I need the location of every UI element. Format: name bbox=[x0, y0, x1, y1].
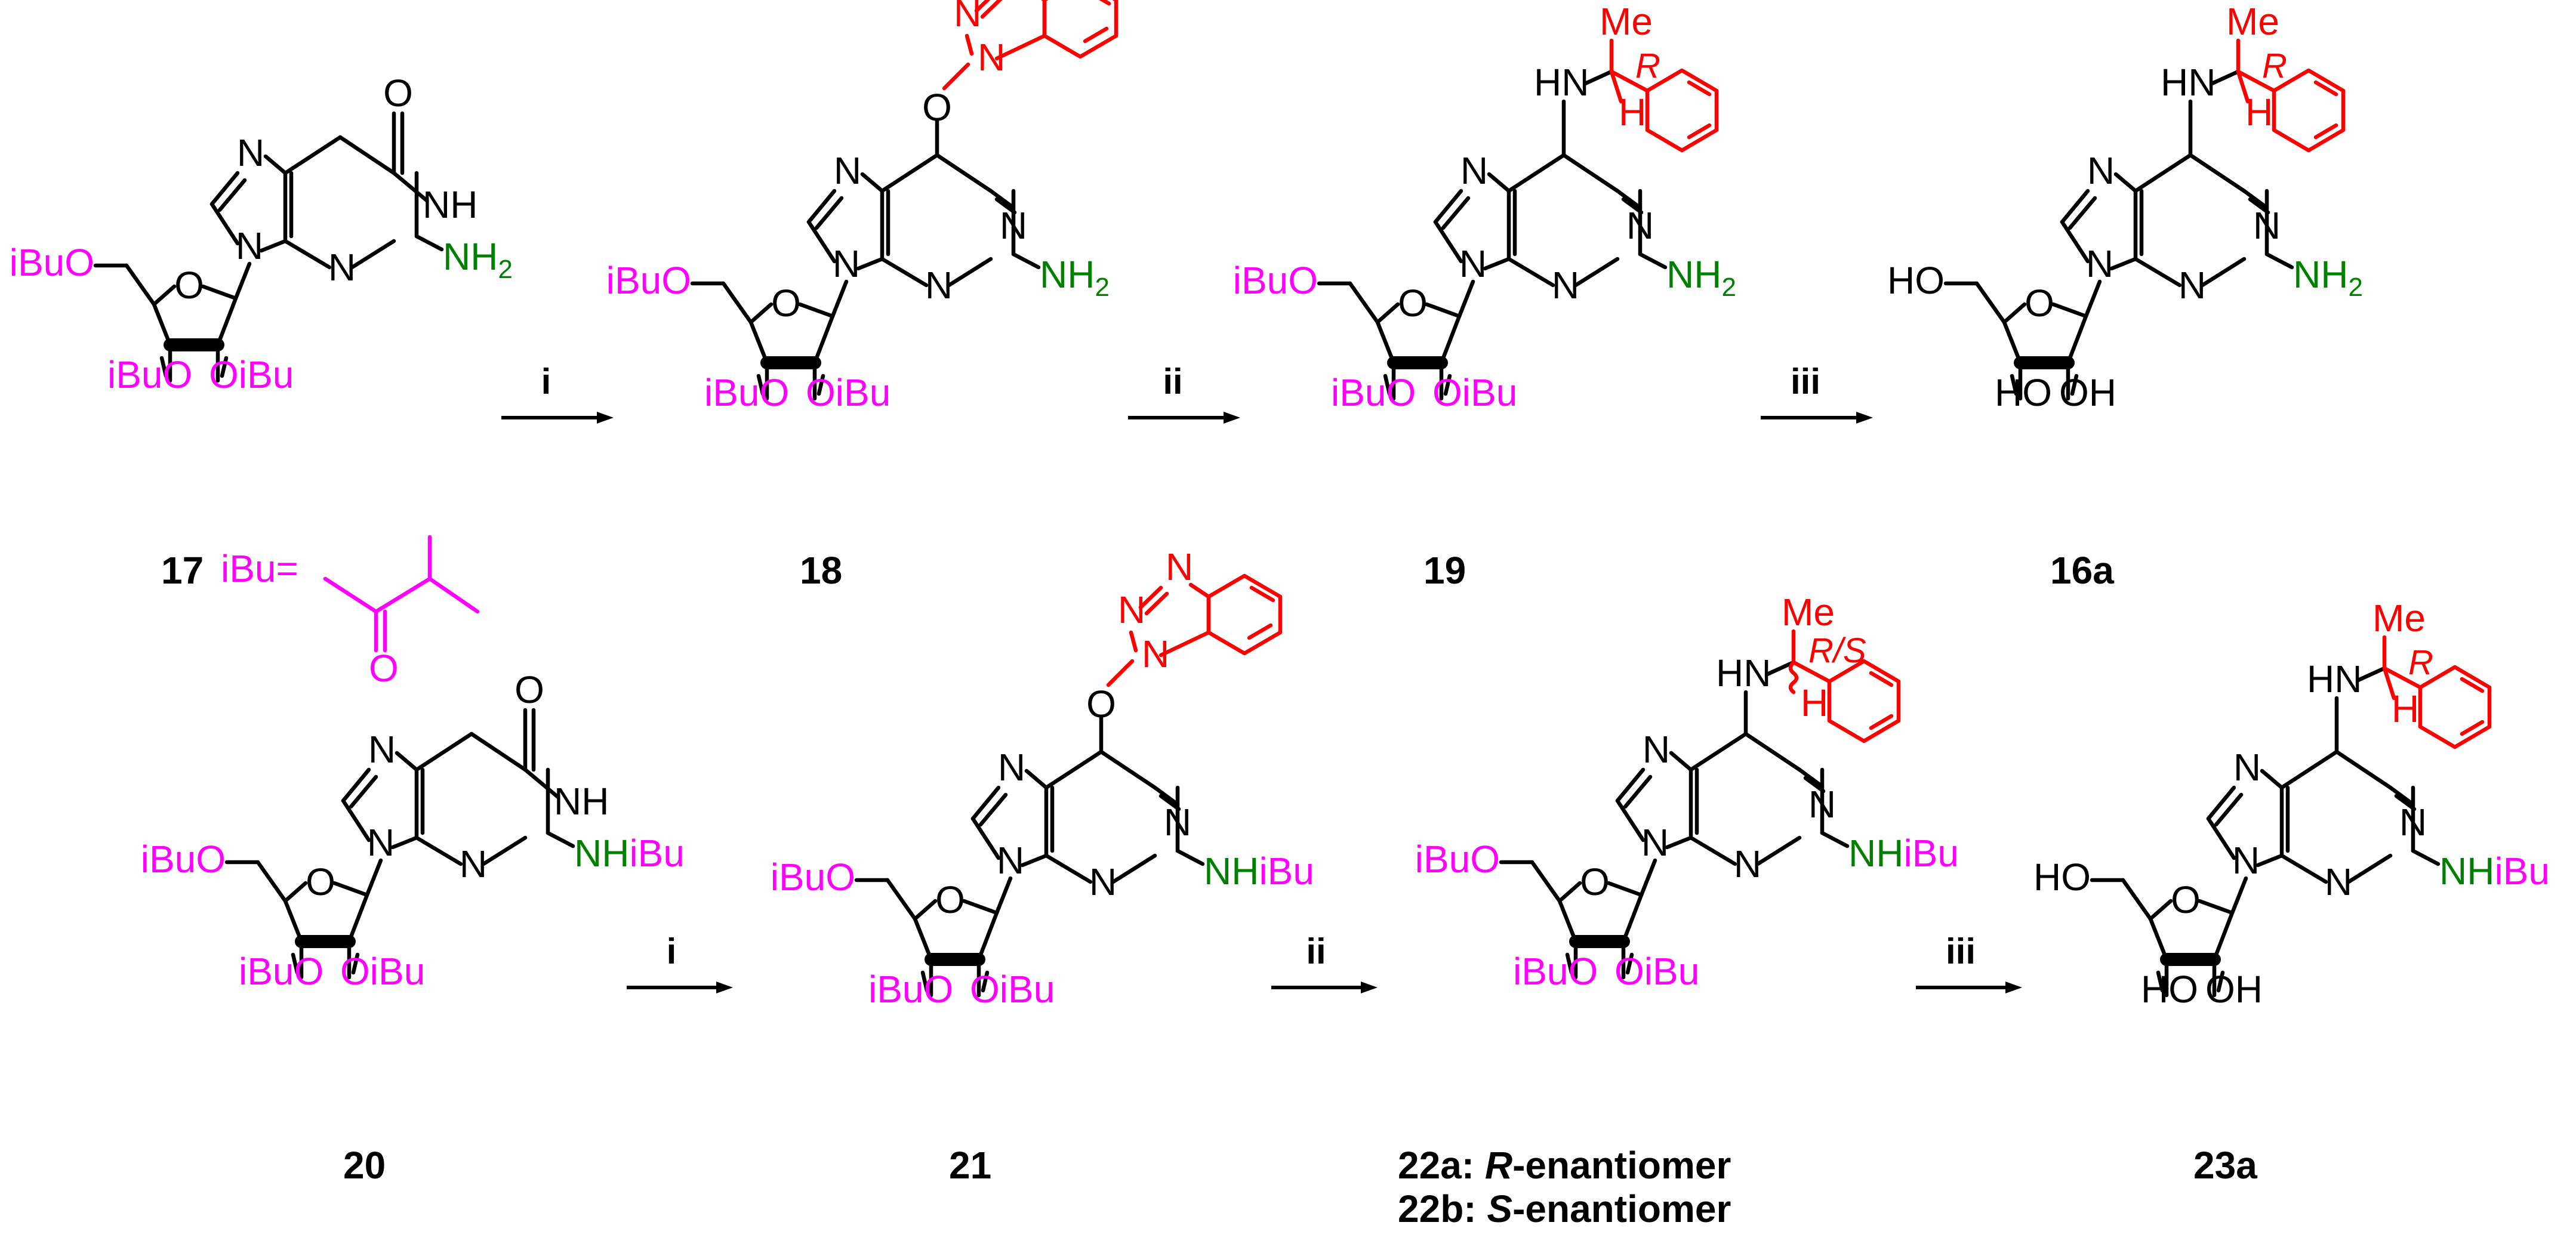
label-22b: 22b: S-enantiomer bbox=[1398, 1187, 1731, 1230]
label-21: 21 bbox=[949, 1144, 991, 1187]
svg-text:R: R bbox=[2262, 47, 2287, 85]
svg-text:OH: OH bbox=[2059, 371, 2116, 414]
label-17: 17 bbox=[161, 549, 204, 592]
svg-text:R: R bbox=[2408, 643, 2433, 682]
svg-text:iBuO: iBuO bbox=[1415, 838, 1500, 881]
svg-text:OiBu: OiBu bbox=[1614, 950, 1699, 993]
svg-text:R/S: R/S bbox=[1808, 631, 1866, 670]
svg-text:iBuO: iBuO bbox=[239, 950, 323, 993]
arrow-i-top: i bbox=[501, 362, 614, 424]
arrow-ii-top: ii bbox=[1128, 362, 1240, 424]
svg-text:OiBu: OiBu bbox=[340, 950, 425, 993]
svg-text:HO: HO bbox=[1995, 371, 2052, 414]
svg-text:iii: iii bbox=[1791, 362, 1820, 402]
svg-text:iBuO: iBuO bbox=[868, 968, 953, 1011]
svg-text:OiBu: OiBu bbox=[1432, 371, 1517, 414]
label-19: 19 bbox=[1423, 549, 1466, 592]
arrow-i-bottom: i bbox=[627, 931, 733, 993]
svg-text:ii: ii bbox=[1306, 931, 1326, 971]
svg-text:HO: HO bbox=[2141, 968, 2198, 1011]
compound-22: HN Me H R/S iBuO iBuO OiBu bbox=[1415, 591, 1959, 993]
svg-text:HO: HO bbox=[1887, 259, 1945, 302]
svg-text:R: R bbox=[1635, 47, 1660, 85]
svg-text:iBuO: iBuO bbox=[606, 259, 691, 302]
label-23a: 23a bbox=[2193, 1144, 2257, 1187]
compound-20: iBuO iBuO OiBu bbox=[141, 668, 685, 993]
label-22a: 22a: R-enantiomer bbox=[1398, 1144, 1731, 1187]
svg-text:OiBu: OiBu bbox=[806, 371, 890, 414]
svg-text:iBuO: iBuO bbox=[107, 353, 192, 396]
compound-19: R iBuO iBuO OiBu bbox=[1233, 0, 1736, 414]
svg-text:iBuO: iBuO bbox=[1513, 950, 1598, 993]
compound-23a: R HO HO OH bbox=[2033, 597, 2550, 1011]
label-16a: 16a bbox=[2050, 549, 2114, 592]
svg-text:ii: ii bbox=[1163, 362, 1182, 402]
svg-text:iBuO: iBuO bbox=[10, 241, 94, 284]
compound-18: iBuO iBuO OiBu bbox=[606, 0, 1116, 414]
svg-text:iBuO: iBuO bbox=[771, 856, 855, 899]
svg-text:i: i bbox=[667, 931, 677, 971]
svg-text:iii: iii bbox=[1946, 931, 1976, 971]
compound-16a: R HO HO OH bbox=[1887, 0, 2363, 414]
svg-text:iBu=: iBu= bbox=[221, 547, 298, 590]
svg-text:iBuO: iBuO bbox=[1331, 371, 1416, 414]
svg-text:HN: HN bbox=[1716, 652, 1771, 695]
svg-text:OH: OH bbox=[2205, 968, 2263, 1011]
svg-text:iBuO: iBuO bbox=[704, 371, 789, 414]
compound-17: iBuO iBuO OiBu bbox=[10, 72, 513, 396]
svg-text:OiBu: OiBu bbox=[970, 968, 1055, 1011]
label-20: 20 bbox=[343, 1144, 386, 1187]
label-18: 18 bbox=[800, 549, 842, 592]
svg-text:i: i bbox=[541, 362, 551, 402]
svg-text:HO: HO bbox=[2033, 856, 2091, 899]
svg-text:OiBu: OiBu bbox=[209, 353, 294, 396]
arrow-iii-bottom: iii bbox=[1916, 931, 2022, 993]
arrow-ii-bottom: ii bbox=[1271, 931, 1378, 993]
svg-text:O: O bbox=[369, 647, 399, 690]
compound-21: iBuO iBuO OiBu bbox=[771, 545, 1314, 1011]
svg-text:iBuO: iBuO bbox=[141, 838, 226, 881]
svg-text:H: H bbox=[1801, 681, 1828, 724]
ibu-legend: iBu= O bbox=[221, 535, 480, 690]
svg-text:Me: Me bbox=[1782, 591, 1835, 634]
svg-text:iBuO: iBuO bbox=[1233, 259, 1318, 302]
arrow-iii-top: iii bbox=[1761, 362, 1873, 424]
